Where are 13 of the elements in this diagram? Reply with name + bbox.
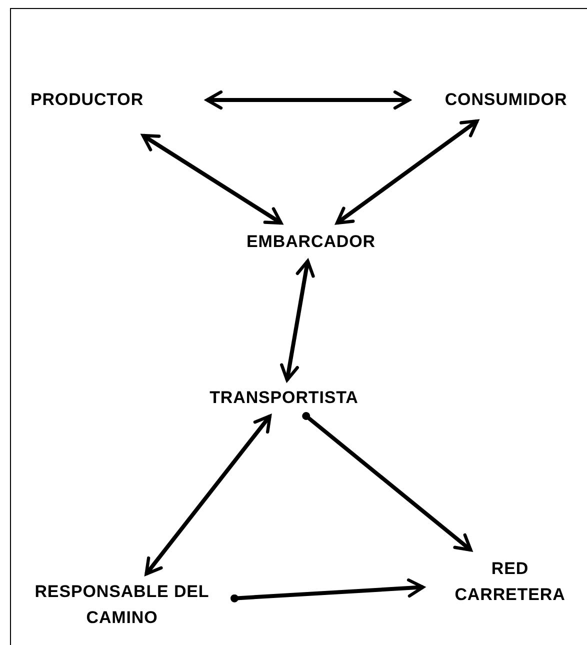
- entity-label: PRODUCTOR: [12, 87, 162, 113]
- entity-label: EMBARCADOR: [226, 229, 396, 255]
- arrow: [280, 259, 315, 382]
- arrow: [205, 90, 411, 110]
- arrow: [230, 578, 425, 602]
- entity-label: CONSUMIDOR: [425, 87, 587, 113]
- arrow: [141, 134, 283, 225]
- entity-label: RED CARRETERA: [435, 556, 585, 608]
- entity-label: RESPONSABLE DEL CAMINO: [20, 579, 224, 631]
- entity-label: TRANSPORTISTA: [186, 385, 382, 411]
- arrow: [144, 414, 272, 576]
- arrow: [336, 119, 479, 225]
- arrow: [302, 412, 472, 552]
